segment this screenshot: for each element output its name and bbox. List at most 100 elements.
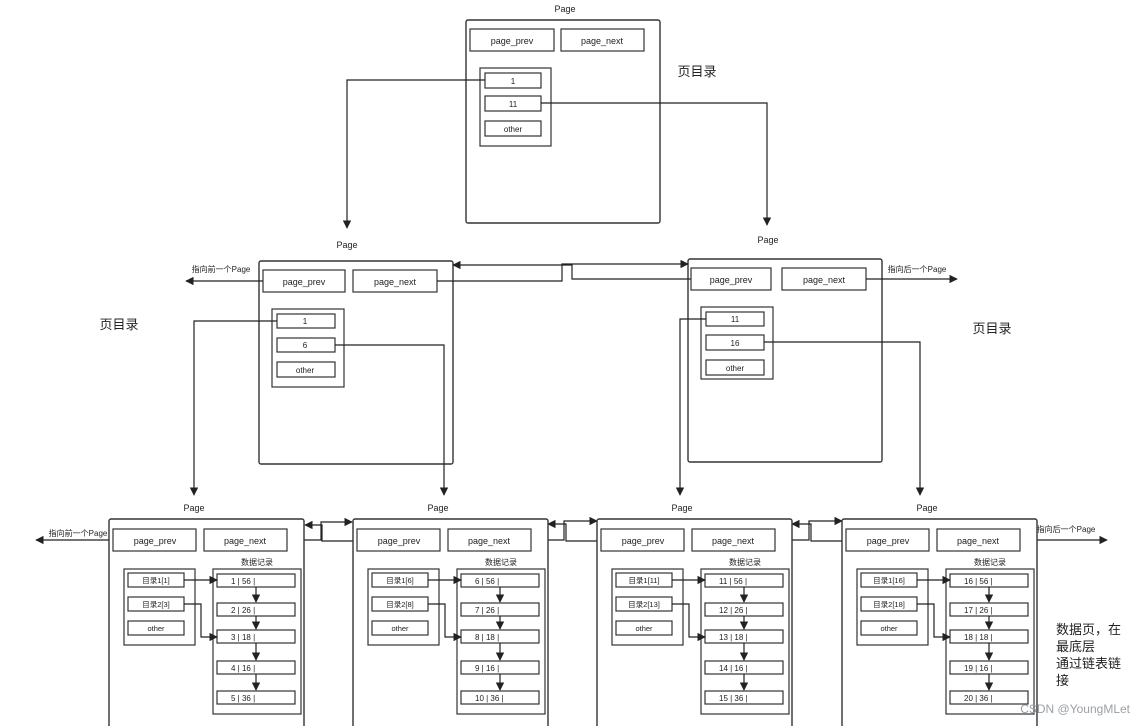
note-line-2: 最底层	[1056, 639, 1095, 654]
mid-right-entry-3: other	[726, 364, 745, 373]
leaf-record-1: 6 | 56 |	[475, 577, 499, 586]
mid-left-entry-3: other	[296, 366, 315, 375]
mid-right-next: page_next	[803, 275, 846, 285]
arrow-mid-left-to-leaf2	[335, 344, 449, 496]
arrow-mid-right-to-leaf3	[675, 318, 706, 496]
mid-left-ext-label: 指向前一个Page	[192, 264, 251, 274]
dir2-pointer	[917, 603, 951, 642]
arrow-top-to-right	[541, 102, 772, 226]
leaf-record-3: 18 | 18 |	[964, 633, 993, 642]
leaf-record-1: 16 | 56 |	[964, 577, 993, 586]
mid-next-link	[437, 259, 689, 282]
leaf-record-3: 3 | 18 |	[231, 633, 255, 642]
leaf-dir-1: 目录1[11]	[628, 576, 659, 585]
leaf-next-label: page_next	[468, 536, 511, 546]
leaf-dir-2: 目录2[8]	[386, 600, 414, 609]
leaf-prev-label: page_prev	[378, 536, 421, 546]
mid-right-title: Page	[757, 235, 778, 245]
top-dir-label: 页目录	[677, 64, 716, 79]
leaf-dir-1: 目录1[16]	[873, 576, 905, 585]
leaf-dir-2: 目录2[13]	[628, 600, 660, 609]
note-line-3: 通过链表链	[1056, 656, 1121, 671]
leaf-record-1: 11 | 56 |	[719, 577, 747, 586]
top-page-title: Page	[554, 4, 575, 14]
mid-right-entry-1: 11	[731, 315, 740, 324]
dir2-pointer	[184, 603, 218, 642]
leaf-record-5: 20 | 36 |	[964, 694, 993, 703]
leaf-record-5: 15 | 36 |	[719, 694, 748, 703]
leaf-note: 数据页，在 最底层 通过链表链 接	[1056, 622, 1121, 688]
leaf-record-2: 7 | 26 |	[475, 606, 499, 615]
arrow-mid-left-to-leaf1	[189, 320, 277, 496]
leaf-record-4: 19 | 16 |	[964, 664, 993, 673]
leaf-prev-label: page_prev	[622, 536, 665, 546]
mid-right-entry-2: 16	[731, 339, 740, 348]
leaf-link-2-prev	[547, 519, 599, 542]
leaf-next-label: page_next	[712, 536, 755, 546]
leaf-record-1: 1 | 56 |	[231, 577, 255, 586]
top-page: Page page_prev page_next 1 11 other	[465, 4, 661, 224]
leaf-prev-label: page_prev	[134, 536, 177, 546]
leaf-next-label: page_next	[224, 536, 267, 546]
mid-left-page: Page page_prev page_next 1 6 other	[258, 240, 454, 465]
leaf-records-title: 数据记录	[241, 557, 273, 567]
leaf-records-title: 数据记录	[974, 557, 1006, 567]
mid-prev-link	[452, 260, 691, 280]
leaf-record-4: 4 | 16 |	[231, 664, 255, 673]
mid-left-entry-1: 1	[303, 317, 308, 326]
leaf-dir-1: 目录1[6]	[386, 576, 414, 585]
leaf1-ext-label: 指向前一个Page	[49, 528, 108, 538]
arrow-mid-right-to-leaf4	[764, 341, 925, 496]
leaf-record-5: 5 | 36 |	[231, 694, 255, 703]
mid-left-next: page_next	[374, 277, 417, 287]
note-line-4: 接	[1056, 673, 1069, 688]
leaf-prev-label: page_prev	[867, 536, 910, 546]
leaf-dir-1: 目录1[1]	[142, 576, 170, 585]
leaf-next-label: page_next	[957, 536, 1000, 546]
top-entry-1: 1	[511, 77, 516, 86]
top-entry-3: other	[504, 125, 523, 134]
leaf-record-3: 8 | 18 |	[475, 633, 499, 642]
leaf-dir-3: other	[391, 624, 409, 633]
watermark: CSDN @YoungMLet	[1020, 702, 1130, 716]
arrow-top-to-left	[342, 79, 485, 229]
note-line-1: 数据页，在	[1056, 622, 1121, 637]
leaf-record-5: 10 | 36 |	[475, 694, 504, 703]
leaf-record-2: 12 | 26 |	[719, 606, 748, 615]
mid-right-ext-label: 指向后一个Page	[888, 264, 947, 274]
top-page-prev: page_prev	[491, 36, 534, 46]
top-entry-2: 11	[509, 100, 518, 109]
leaf4-ext-label: 指向后一个Page	[1037, 524, 1096, 534]
leaf-records-title: 数据记录	[485, 557, 517, 567]
dir2-pointer	[672, 603, 706, 642]
leaf-record-4: 14 | 16 |	[719, 664, 748, 673]
mid-right-dir-label: 页目录	[972, 321, 1011, 336]
leaf-record-2: 2 | 26 |	[231, 606, 255, 615]
leaf-page-title: Page	[916, 503, 937, 513]
mid-left-entry-2: 6	[303, 341, 308, 350]
leaf-dir-2: 目录2[3]	[142, 600, 170, 609]
mid-right-prev: page_prev	[710, 275, 753, 285]
leaf-dir-3: other	[635, 624, 653, 633]
leaf-dir-3: other	[147, 624, 165, 633]
leaf-record-4: 9 | 16 |	[475, 664, 499, 673]
mid-left-prev: page_prev	[283, 277, 326, 287]
leaf-link-1-prev	[304, 520, 354, 542]
leaf-dir-3: other	[880, 624, 898, 633]
leaf-page-title: Page	[671, 503, 692, 513]
leaf-record-2: 17 | 26 |	[964, 606, 993, 615]
leaf-records-title: 数据记录	[729, 557, 761, 567]
mid-left-title: Page	[336, 240, 357, 250]
top-page-next: page_next	[581, 36, 624, 46]
leaf-page-title: Page	[427, 503, 448, 513]
leaf-page-title: Page	[183, 503, 204, 513]
leaf-link-3-prev	[791, 519, 845, 542]
leaf-dir-2: 目录2[18]	[873, 600, 905, 609]
mid-left-dir-label: 页目录	[99, 317, 138, 332]
